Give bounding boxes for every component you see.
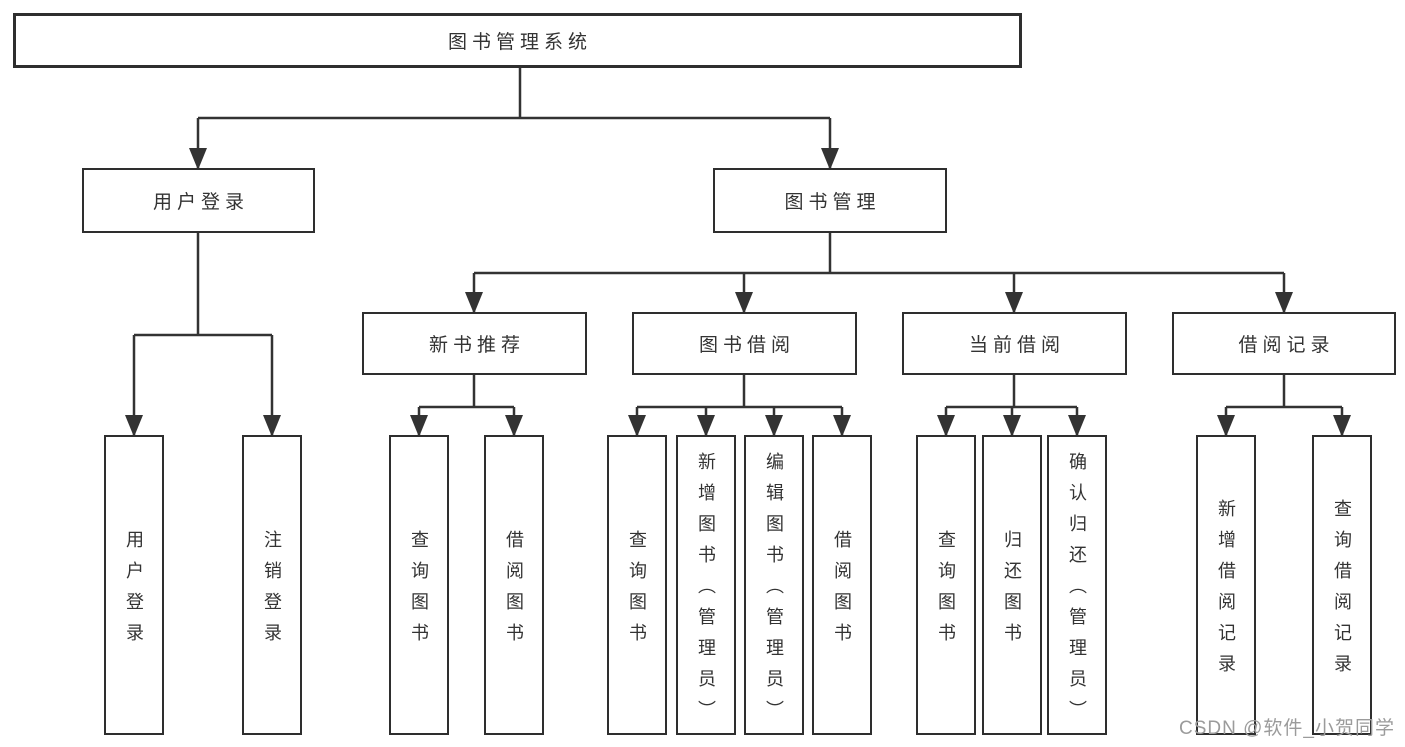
leaf-confirm-return-admin: 确认归还（管理员）: [1047, 435, 1107, 735]
leaf-add-books-admin: 新增图书（管理员）: [676, 435, 736, 735]
node-borrowing-records-label: 借阅记录: [1238, 335, 1335, 356]
leaf-query-books-recommend-label: 查询图书: [409, 529, 429, 654]
node-book-management-label: 图书管理: [784, 192, 881, 213]
leaf-borrow-books: 借阅图书: [812, 435, 872, 735]
leaf-user-login: 用户登录: [104, 435, 164, 735]
connector-root-trunk: [198, 68, 830, 120]
leaf-edit-books-admin: 编辑图书（管理员）: [744, 435, 804, 735]
leaf-query-books-recommend: 查询图书: [389, 435, 449, 735]
leaf-query-books-current-label: 查询图书: [936, 529, 956, 654]
leaf-borrow-books-label: 借阅图书: [832, 529, 852, 654]
node-book-borrowing: 图书借阅: [632, 312, 857, 375]
leaf-query-books-borrow: 查询图书: [607, 435, 667, 735]
leaf-query-books-current: 查询图书: [916, 435, 976, 735]
leaf-add-borrow-record: 新增借阅记录: [1196, 435, 1256, 735]
connector-current-split: [946, 375, 1077, 409]
connector-new-rec-split: [419, 375, 514, 409]
leaf-logout-label: 注销登录: [262, 529, 282, 654]
node-root-label: 图书管理系统: [447, 32, 592, 53]
node-current-borrowing-label: 当前借阅: [968, 335, 1065, 356]
connector-user-login-split: [134, 233, 272, 337]
node-user-login: 用户登录: [82, 168, 315, 233]
node-new-book-recommend-label: 新书推荐: [428, 335, 525, 356]
node-book-borrowing-label: 图书借阅: [698, 335, 795, 356]
leaf-query-borrow-record: 查询借阅记录: [1312, 435, 1372, 735]
leaf-query-books-borrow-label: 查询图书: [627, 529, 647, 654]
connector-borrow-split: [637, 375, 842, 409]
leaf-logout: 注销登录: [242, 435, 302, 735]
connector-records-split: [1226, 375, 1342, 409]
leaf-borrow-books-recommend: 借阅图书: [484, 435, 544, 735]
leaf-return-books-label: 归还图书: [1002, 529, 1022, 654]
node-new-book-recommend: 新书推荐: [362, 312, 587, 375]
leaf-borrow-books-recommend-label: 借阅图书: [504, 529, 524, 654]
node-borrowing-records: 借阅记录: [1172, 312, 1396, 375]
leaf-edit-books-admin-label: 编辑图书（管理员）: [764, 452, 784, 731]
leaf-add-books-admin-label: 新增图书（管理员）: [696, 452, 716, 731]
leaf-user-login-label: 用户登录: [124, 529, 144, 654]
node-current-borrowing: 当前借阅: [902, 312, 1127, 375]
leaf-query-borrow-record-label: 查询借阅记录: [1332, 498, 1352, 685]
leaf-return-books: 归还图书: [982, 435, 1042, 735]
node-root-system: 图书管理系统: [13, 13, 1022, 68]
leaf-confirm-return-admin-label: 确认归还（管理员）: [1067, 452, 1087, 731]
node-book-management: 图书管理: [713, 168, 947, 233]
connector-book-mgmt-split: [474, 233, 1284, 275]
leaf-add-borrow-record-label: 新增借阅记录: [1216, 498, 1236, 685]
node-user-login-label: 用户登录: [152, 192, 249, 213]
csdn-watermark: CSDN @软件_小贺同学: [1179, 718, 1395, 739]
